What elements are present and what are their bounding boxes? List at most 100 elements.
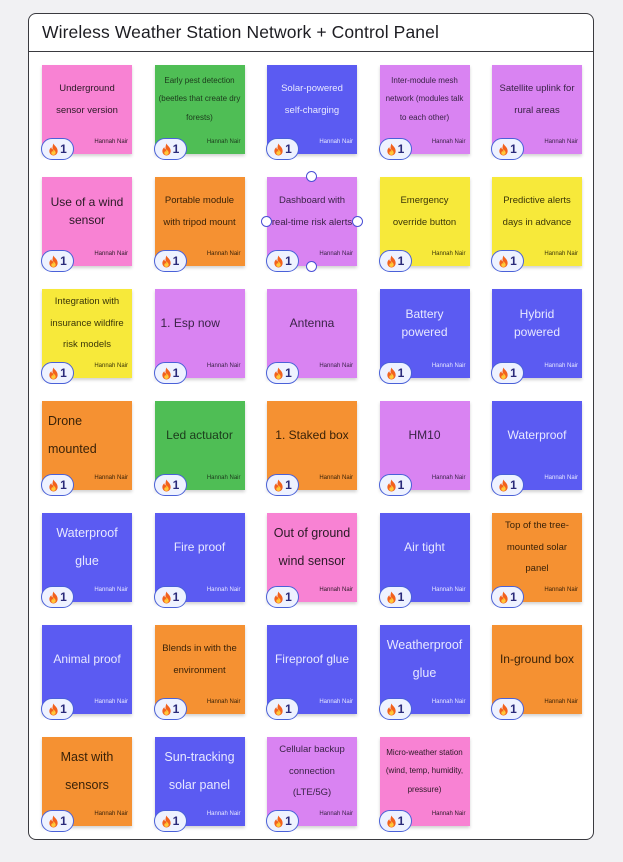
reaction-badge[interactable]: 1	[266, 586, 299, 608]
reaction-badge[interactable]: 1	[153, 362, 187, 384]
sticky-note-text: Air tight	[384, 517, 466, 578]
reaction-count: 1	[172, 478, 180, 492]
reaction-badge[interactable]: 1	[153, 250, 187, 272]
reaction-badge[interactable]: 1	[491, 698, 524, 720]
reaction-badge[interactable]: 1	[378, 250, 412, 272]
reaction-badge[interactable]: 1	[153, 586, 187, 608]
reaction-badge[interactable]: 1	[266, 810, 299, 832]
reaction-badge[interactable]: 1	[378, 810, 412, 832]
sticky-note-author: Hannah Nair	[431, 587, 466, 593]
resize-handle-left[interactable]	[261, 216, 272, 227]
board-header: Wireless Weather Station Network + Contr…	[29, 14, 593, 52]
sticky-note-author: Hannah Nair	[94, 811, 128, 817]
reaction-badge[interactable]: 1	[378, 474, 412, 496]
resize-handle-top[interactable]	[306, 171, 317, 182]
sticky-note-text: Underground sensor version	[46, 69, 128, 130]
sticky-note[interactable]: Micro-weather station (wind, temp, humid…	[378, 737, 470, 832]
reaction-badge[interactable]: 1	[491, 362, 524, 384]
sticky-note[interactable]: Cellular backup connection (LTE/5G)Hanna…	[266, 737, 357, 832]
sticky-note-text: Top of the tree-mounted solar panel	[496, 517, 578, 578]
reaction-count: 1	[60, 254, 67, 268]
sticky-note-label: Drone mounted	[48, 414, 97, 456]
reaction-badge[interactable]: 1	[153, 810, 187, 832]
reaction-badge[interactable]: 1	[41, 698, 74, 720]
reaction-badge[interactable]: 1	[266, 474, 299, 496]
whiteboard-frame[interactable]: Wireless Weather Station Network + Contr…	[28, 13, 594, 840]
reaction-badge[interactable]: 1	[378, 698, 412, 720]
reaction-badge[interactable]: 1	[378, 138, 412, 160]
resize-handle-right[interactable]	[352, 216, 363, 227]
sticky-note-text: Antenna	[271, 293, 353, 354]
board-title[interactable]: Wireless Weather Station Network + Contr…	[42, 22, 439, 42]
reaction-badge[interactable]: 1	[266, 250, 299, 272]
reaction-badge[interactable]: 1	[378, 586, 412, 608]
sticky-note-label: Battery powered	[401, 307, 448, 339]
sticky-note[interactable]: Integration with insurance wildfire risk…	[41, 289, 132, 384]
reaction-badge[interactable]: 1	[491, 138, 524, 160]
fire-emoji-icon	[274, 591, 283, 603]
reaction-badge[interactable]: 1	[153, 698, 187, 720]
reaction-badge[interactable]: 1	[153, 138, 187, 160]
fire-emoji-icon	[274, 703, 283, 715]
reaction-badge[interactable]: 1	[491, 474, 524, 496]
reaction-badge[interactable]: 1	[153, 474, 187, 496]
sticky-note-label: Inter-module mesh network (modules talk …	[385, 75, 464, 122]
reaction-badge[interactable]: 1	[41, 362, 74, 384]
sticky-note-text: Blends in with the environment	[159, 629, 241, 690]
sticky-note[interactable]: Inter-module mesh network (modules talk …	[378, 65, 470, 160]
reaction-badge[interactable]: 1	[266, 362, 299, 384]
sticky-note-author: Hannah Nair	[206, 251, 241, 257]
reaction-count: 1	[510, 254, 517, 268]
reaction-badge[interactable]: 1	[266, 698, 299, 720]
sticky-note-text: Led actuator	[159, 405, 241, 466]
resize-handle-bottom[interactable]	[306, 261, 317, 272]
reaction-badge[interactable]: 1	[266, 138, 299, 160]
sticky-note-author: Hannah Nair	[319, 587, 353, 593]
sticky-note-label: Sun-tracking solar panel	[164, 750, 235, 792]
sticky-note-label: Dashboard with real-time risk alerts	[271, 194, 353, 228]
reaction-badge[interactable]: 1	[378, 362, 412, 384]
reaction-badge[interactable]: 1	[41, 138, 74, 160]
reaction-badge[interactable]: 1	[491, 250, 524, 272]
reaction-badge[interactable]: 1	[41, 810, 74, 832]
fire-emoji-icon	[162, 703, 171, 715]
sticky-note-label: Blends in with the environment	[162, 642, 237, 676]
reaction-badge[interactable]: 1	[41, 586, 74, 608]
reaction-badge[interactable]: 1	[491, 586, 524, 608]
reaction-badge[interactable]: 1	[41, 474, 74, 496]
sticky-note-author: Hannah Nair	[544, 699, 578, 705]
reaction-badge[interactable]: 1	[41, 250, 74, 272]
sticky-note-author: Hannah Nair	[206, 475, 241, 481]
sticky-note-author: Hannah Nair	[544, 139, 578, 145]
sticky-note[interactable]: Early pest detection (beetles that creat…	[153, 65, 245, 160]
